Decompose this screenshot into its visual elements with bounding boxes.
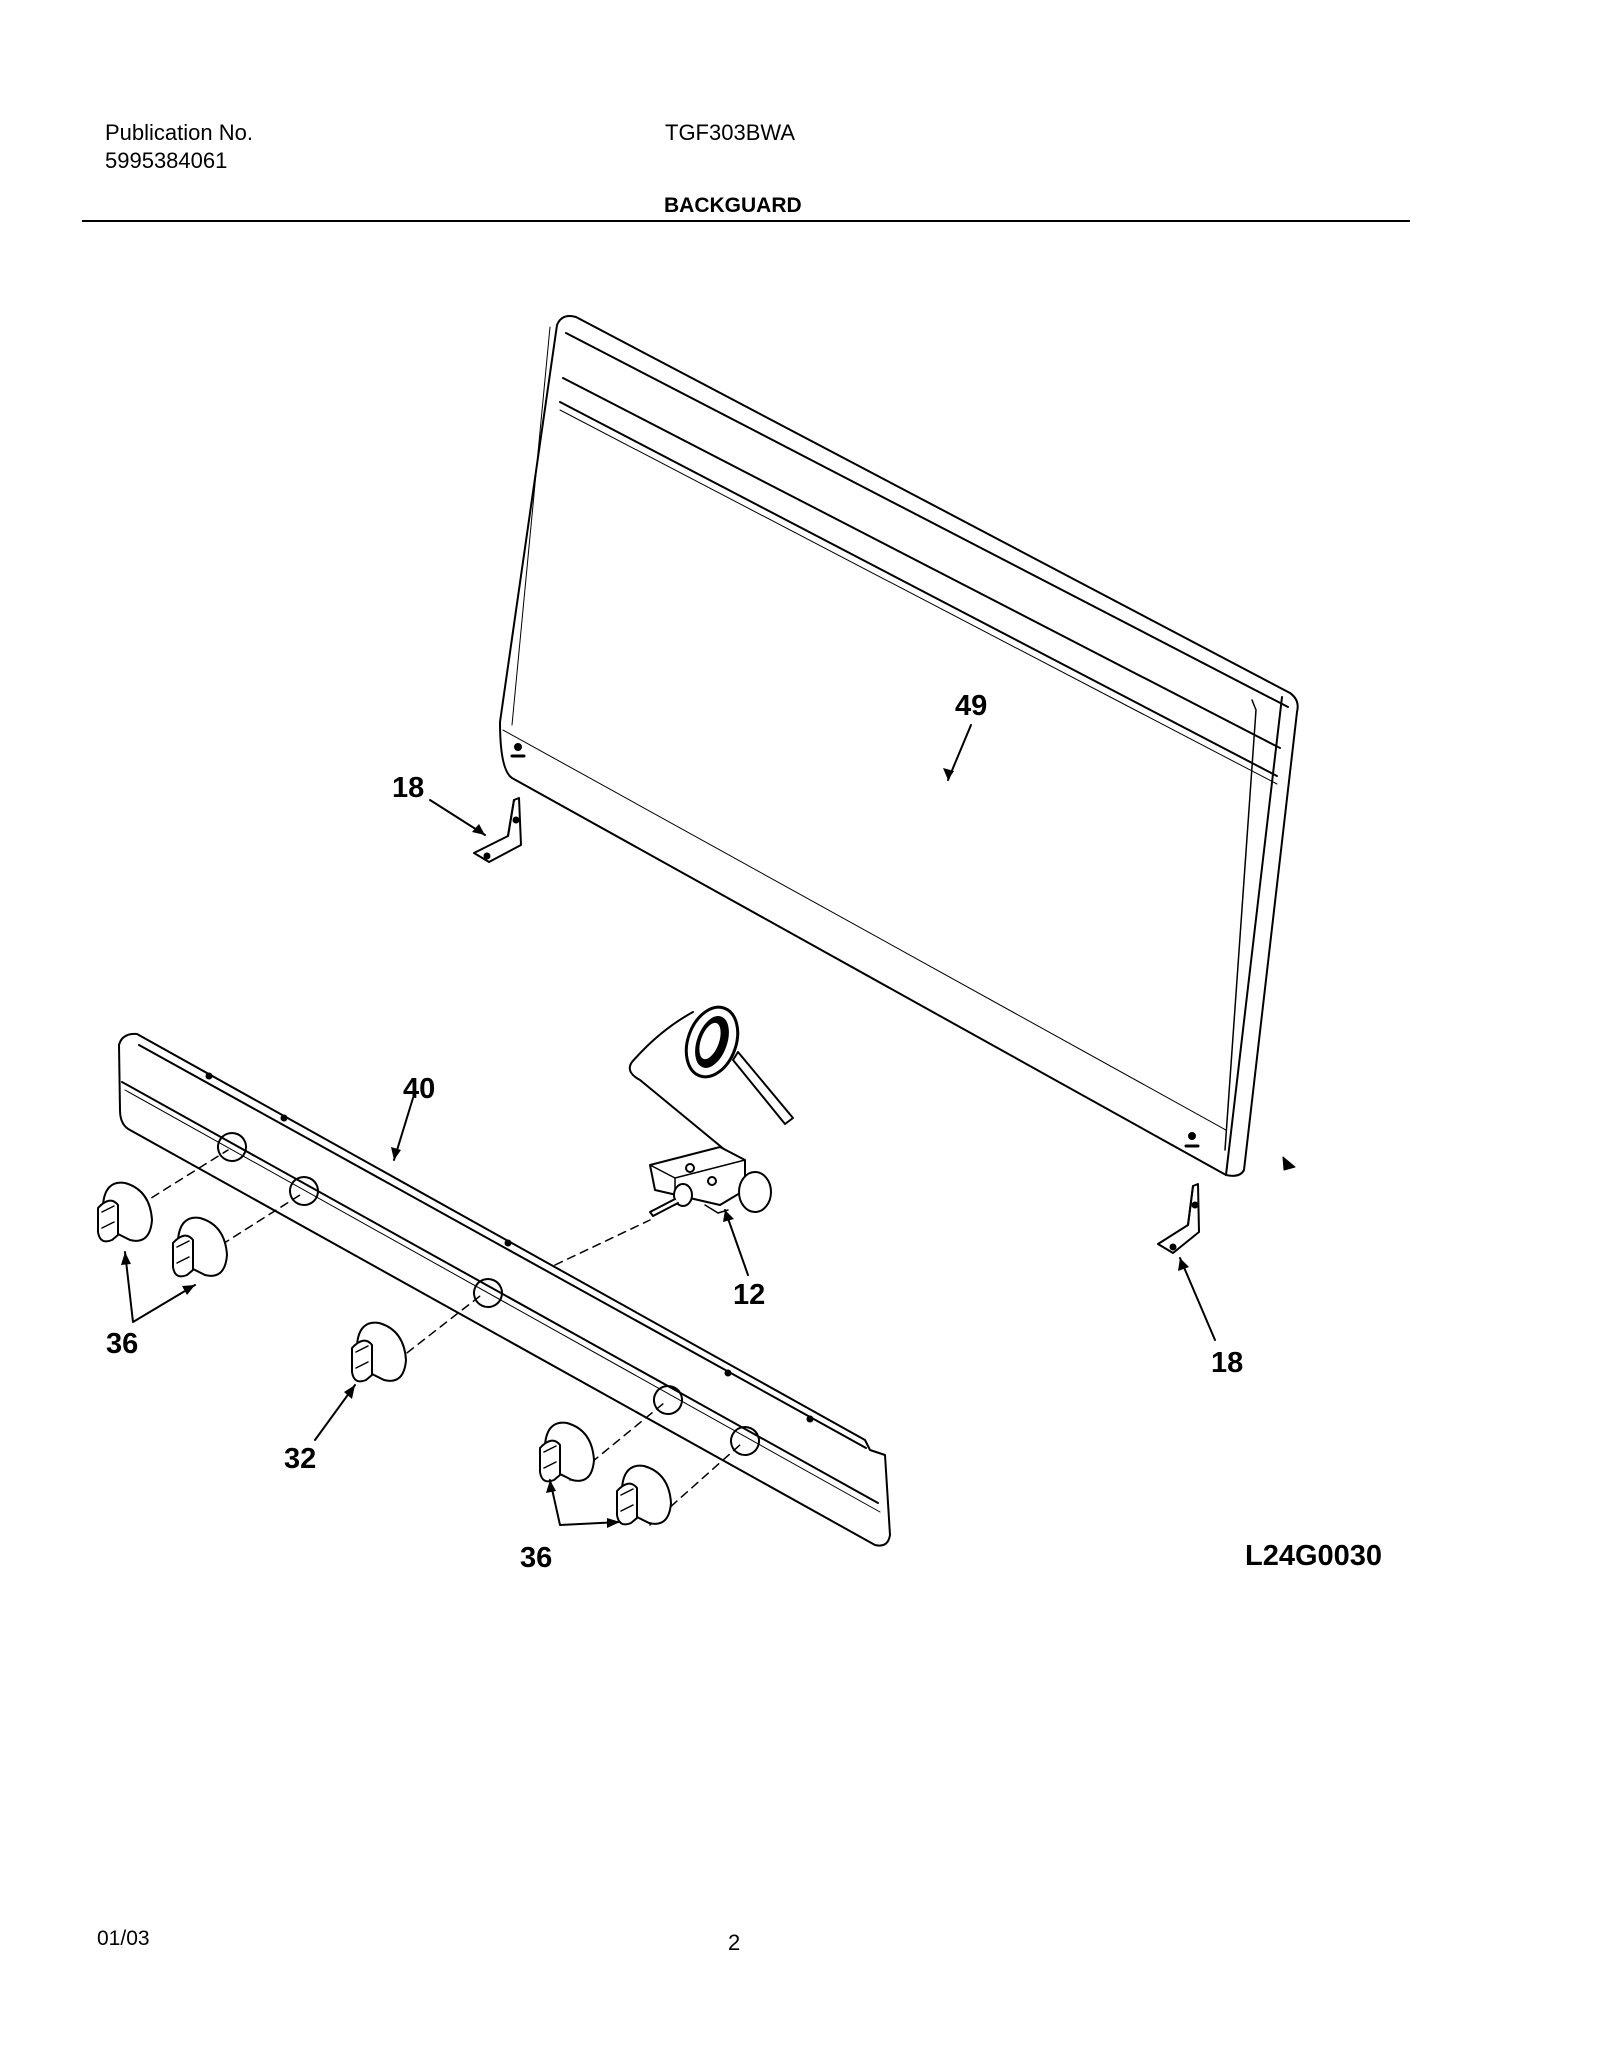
page-number: 2 [728, 1930, 741, 1955]
callout-18-left: 18 [392, 772, 424, 804]
callout-36-left: 36 [106, 1328, 138, 1360]
callout-36-right: 36 [520, 1542, 552, 1574]
model-number: TGF303BWA [665, 120, 795, 145]
publication-number: 5995384061 [105, 148, 228, 173]
knob-1 [97, 1181, 153, 1243]
callout-12: 12 [733, 1279, 765, 1311]
publication-label: Publication No. [105, 120, 253, 145]
callout-18-right: 18 [1211, 1347, 1243, 1379]
manifold-panel [118, 1032, 891, 1547]
header-rule [82, 220, 1410, 222]
callout-49: 49 [955, 690, 987, 722]
leader-arrowheads [121, 768, 1189, 1528]
thermostat-valve [628, 1005, 794, 1217]
callout-32: 32 [284, 1443, 316, 1475]
figure-id: L24G0030 [1245, 1540, 1382, 1572]
knob-2 [172, 1216, 228, 1278]
knob-5 [616, 1464, 672, 1526]
knob-4 [539, 1421, 595, 1483]
backguard-panel [499, 315, 1299, 1177]
bracket-right [1157, 1183, 1200, 1254]
bracket-left [473, 797, 522, 863]
publication-date: 01/03 [97, 1927, 150, 1950]
knob-3 [351, 1321, 407, 1383]
section-title: BACKGUARD [664, 194, 802, 217]
callout-40: 40 [403, 1073, 435, 1105]
